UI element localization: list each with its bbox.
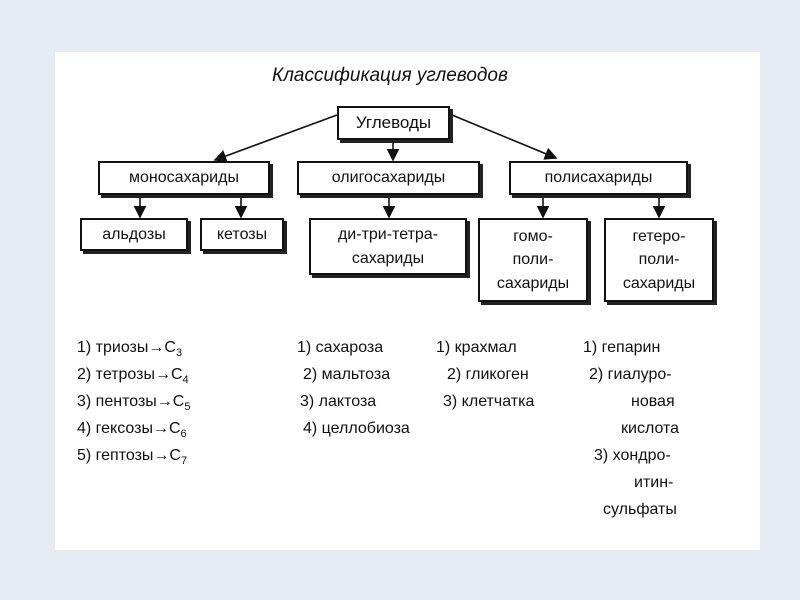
oligo-item: 2) мальтоза [303, 366, 391, 383]
arrow-root-mono [213, 114, 338, 163]
oligo-box: олигосахариды [297, 161, 480, 195]
oligo-item: 1) сахароза [297, 339, 384, 356]
mono-box: моносахариды [98, 161, 270, 195]
oligo-sub-box: ди-три-тетра- сахариды [309, 218, 467, 275]
hetero-item: итин- [634, 474, 674, 491]
oligo-item: 4) целлобиоза [303, 420, 410, 437]
aldozy-box: альдозы [80, 218, 188, 251]
hetero-item: 2) гиалуро- [589, 366, 672, 383]
homo-line1: гомо- [513, 228, 553, 246]
hetero-item: сульфаты [603, 501, 677, 518]
poly-box: полисахариды [509, 161, 688, 195]
hetero-line1: гетеро- [632, 228, 686, 246]
diagram-title: Классификация углеводов [272, 65, 508, 86]
homo-item: 2) гликоген [447, 366, 529, 383]
hetero-box: гетеро- поли- сахариды [604, 218, 714, 302]
hetero-item: 3) хондро- [594, 447, 671, 464]
hetero-item: 1) гепарин [583, 339, 661, 356]
mono-item: 3) пентозы→C5 [77, 393, 191, 414]
mono-item: 2) тетрозы→C4 [77, 366, 189, 387]
hetero-line2: поли- [638, 251, 680, 269]
mono-item: 5) гептозы→C7 [77, 447, 188, 468]
hetero-line3: сахариды [622, 274, 696, 292]
homo-box: гомо- поли- сахариды [478, 218, 588, 302]
oligo-item: 3) лактоза [300, 393, 377, 410]
hetero-item: кислота [621, 420, 680, 437]
root-box: Углеводы [337, 106, 450, 140]
ketozy-box: кетозы [200, 218, 284, 251]
mono-item: 1) триозы→C3 [77, 339, 183, 360]
arrow-root-poly [451, 114, 558, 160]
hetero-item: новая [631, 393, 675, 410]
homo-item: 3) клетчатка [443, 393, 535, 410]
oligo-sub-line2: сахариды [351, 249, 425, 267]
oligo-sub-line1: ди-три-тетра- [337, 226, 439, 244]
homo-item: 1) крахмал [436, 339, 517, 356]
homo-line2: поли- [512, 251, 554, 269]
homo-line3: сахариды [496, 274, 570, 292]
mono-item: 4) гексозы→C6 [77, 420, 187, 441]
